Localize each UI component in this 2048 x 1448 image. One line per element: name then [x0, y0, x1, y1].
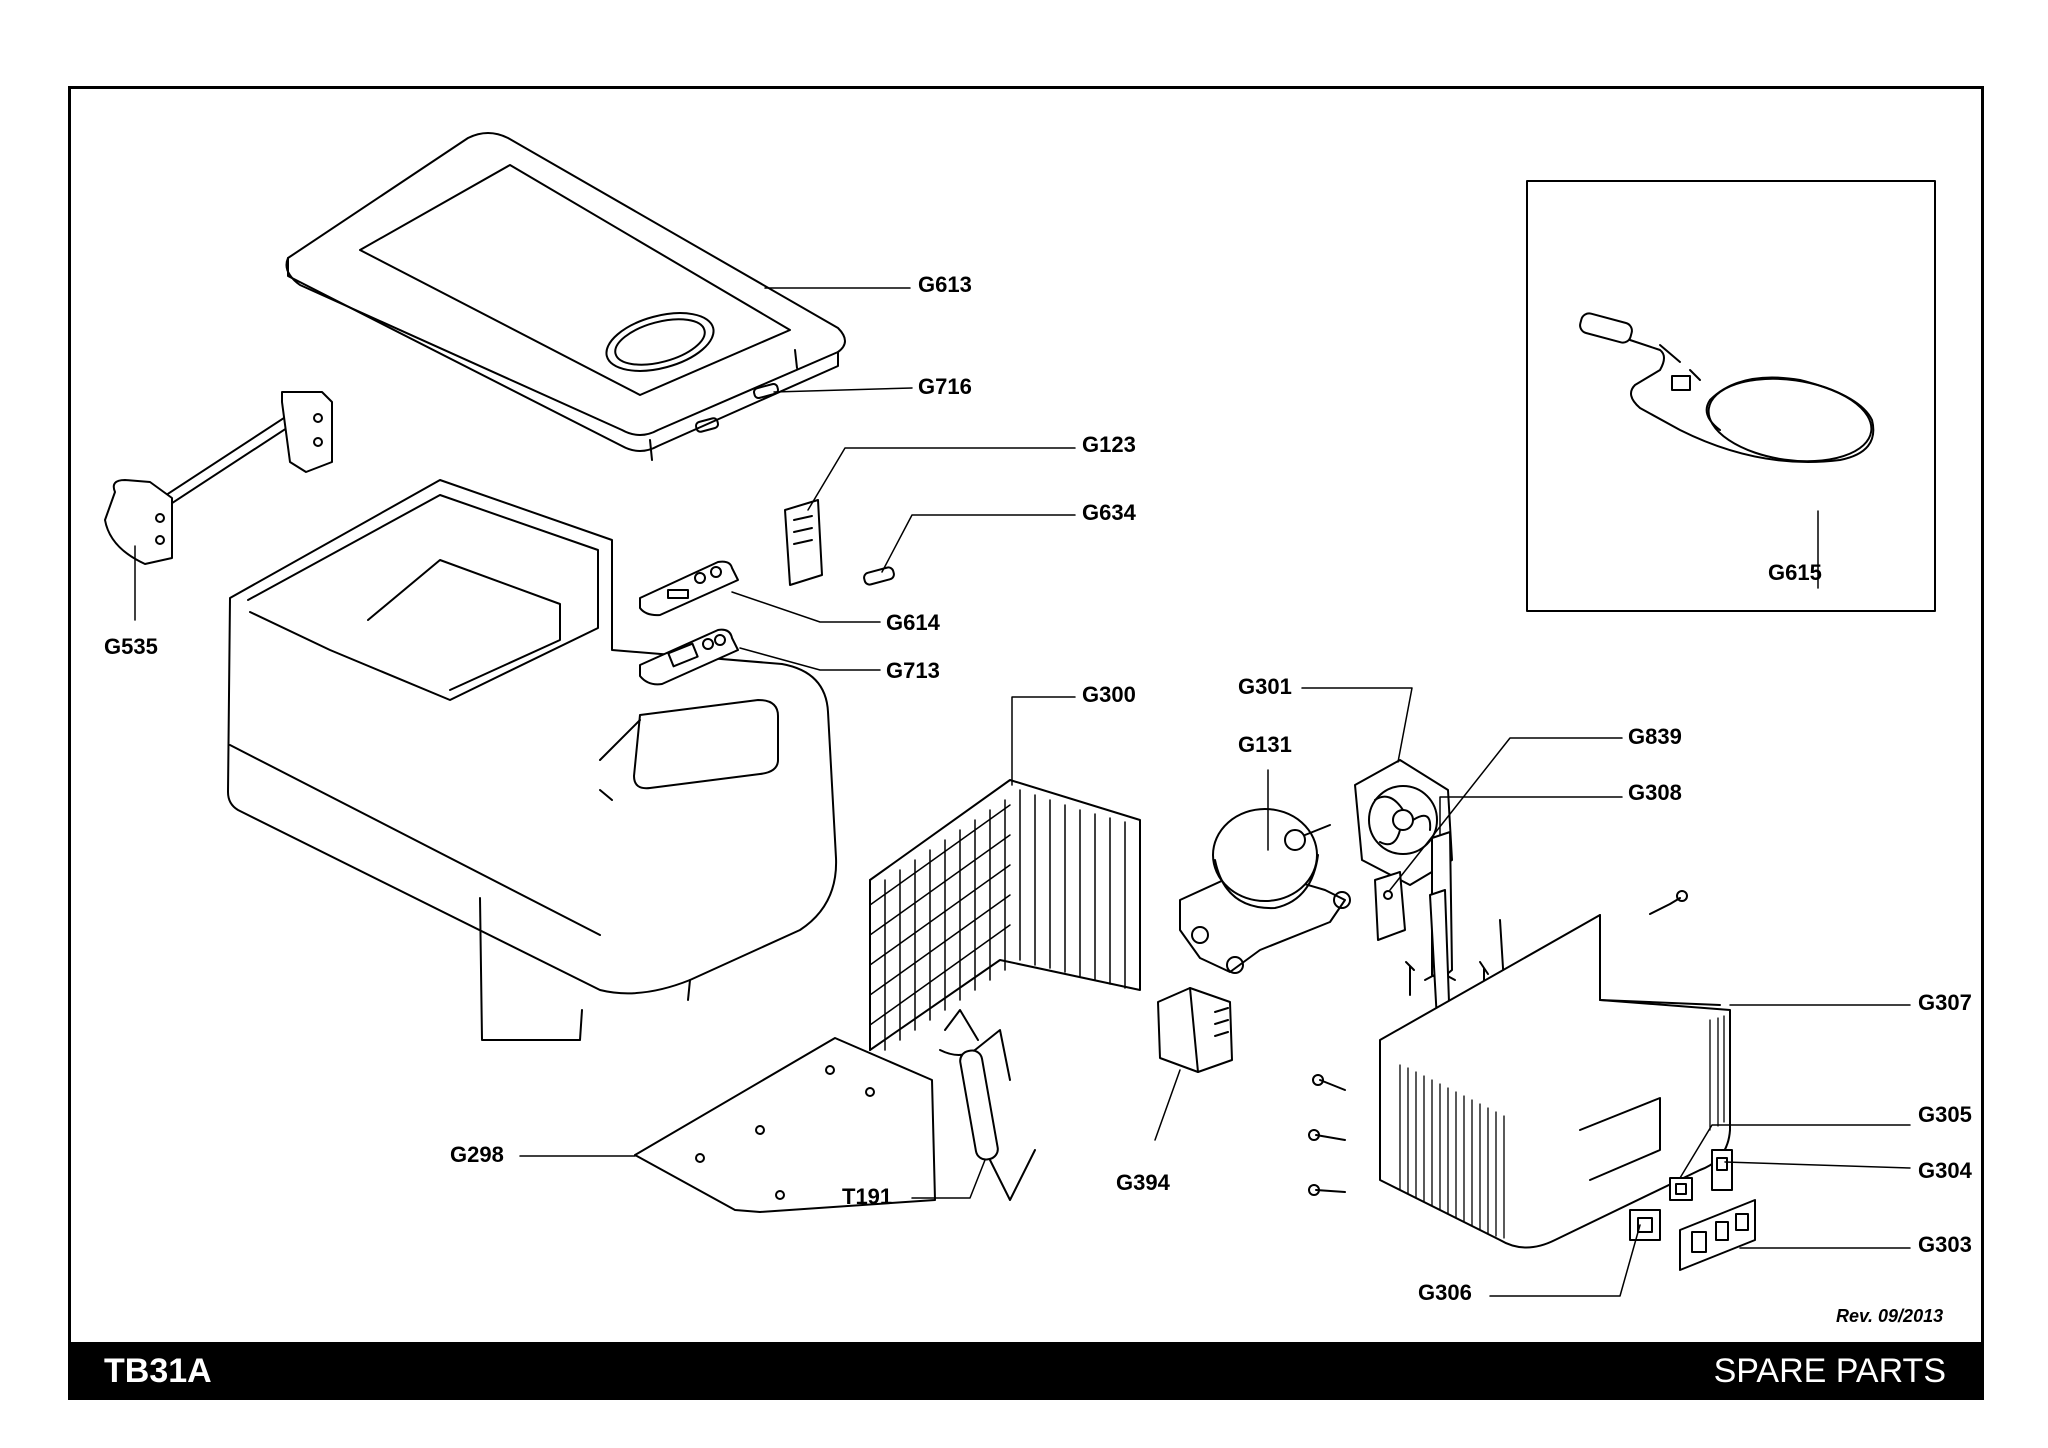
part-label-g535: G535 [104, 634, 158, 659]
part-label-g301: G301 [1238, 674, 1292, 699]
mounting-bracket-part [1374, 871, 1406, 941]
cabinet-body-part [227, 479, 838, 1041]
part-label-t191: T191 [842, 1184, 893, 1209]
display-panel-part [639, 628, 739, 686]
part-label-g613: G613 [918, 272, 972, 297]
filter-drier-part [944, 1009, 1036, 1201]
part-label-g123: G123 [1082, 432, 1136, 457]
part-label-g131: G131 [1238, 732, 1292, 757]
inset-frame [1526, 180, 1936, 612]
pin-part [863, 566, 895, 586]
part-label-g394: G394 [1116, 1170, 1170, 1195]
condenser-part [869, 779, 1141, 1081]
control-panel-part [639, 560, 739, 617]
fan-part [1354, 759, 1453, 886]
leader-lines [134, 287, 1911, 1297]
support-bracket-part [1419, 831, 1513, 1039]
compressor-part [1179, 808, 1351, 974]
model-number: TB31A [104, 1352, 212, 1390]
part-label-g306: G306 [1418, 1280, 1472, 1305]
switch-panel-part [1679, 1199, 1756, 1271]
socket-part [1629, 1209, 1661, 1241]
part-label-g634: G634 [1082, 500, 1136, 525]
fuse-holder-part [1711, 1149, 1733, 1191]
part-label-g305: G305 [1918, 1102, 1972, 1127]
electronic-unit-part [1157, 987, 1233, 1073]
part-label-g307: G307 [1918, 990, 1972, 1015]
temperature-sensor-part [1579, 312, 1875, 463]
title-bar: TB31A SPARE PARTS [68, 1342, 1984, 1400]
control-cover-part [784, 499, 823, 586]
part-label-g298: G298 [450, 1142, 504, 1167]
hinge-pin-part [694, 382, 779, 433]
base-plate-part [634, 1037, 936, 1213]
compressor-housing-part [1379, 914, 1731, 1249]
part-label-g304: G304 [1918, 1158, 1972, 1183]
switch-part [1669, 1177, 1693, 1201]
part-label-g300: G300 [1082, 682, 1136, 707]
part-label-g716: G716 [918, 374, 972, 399]
drawing-frame [68, 86, 1984, 1400]
carry-handle-part [104, 391, 333, 565]
revision-label: Rev. 09/2013 [1836, 1306, 1944, 1326]
part-label-g615: G615 [1768, 560, 1822, 585]
part-label-g308: G308 [1628, 780, 1682, 805]
part-label-g303: G303 [1918, 1232, 1972, 1257]
part-label-g614: G614 [886, 610, 940, 635]
section-title: SPARE PARTS [1713, 1352, 1946, 1390]
part-label-g839: G839 [1628, 724, 1682, 749]
part-label-g713: G713 [886, 658, 940, 683]
lid-part [285, 132, 846, 461]
